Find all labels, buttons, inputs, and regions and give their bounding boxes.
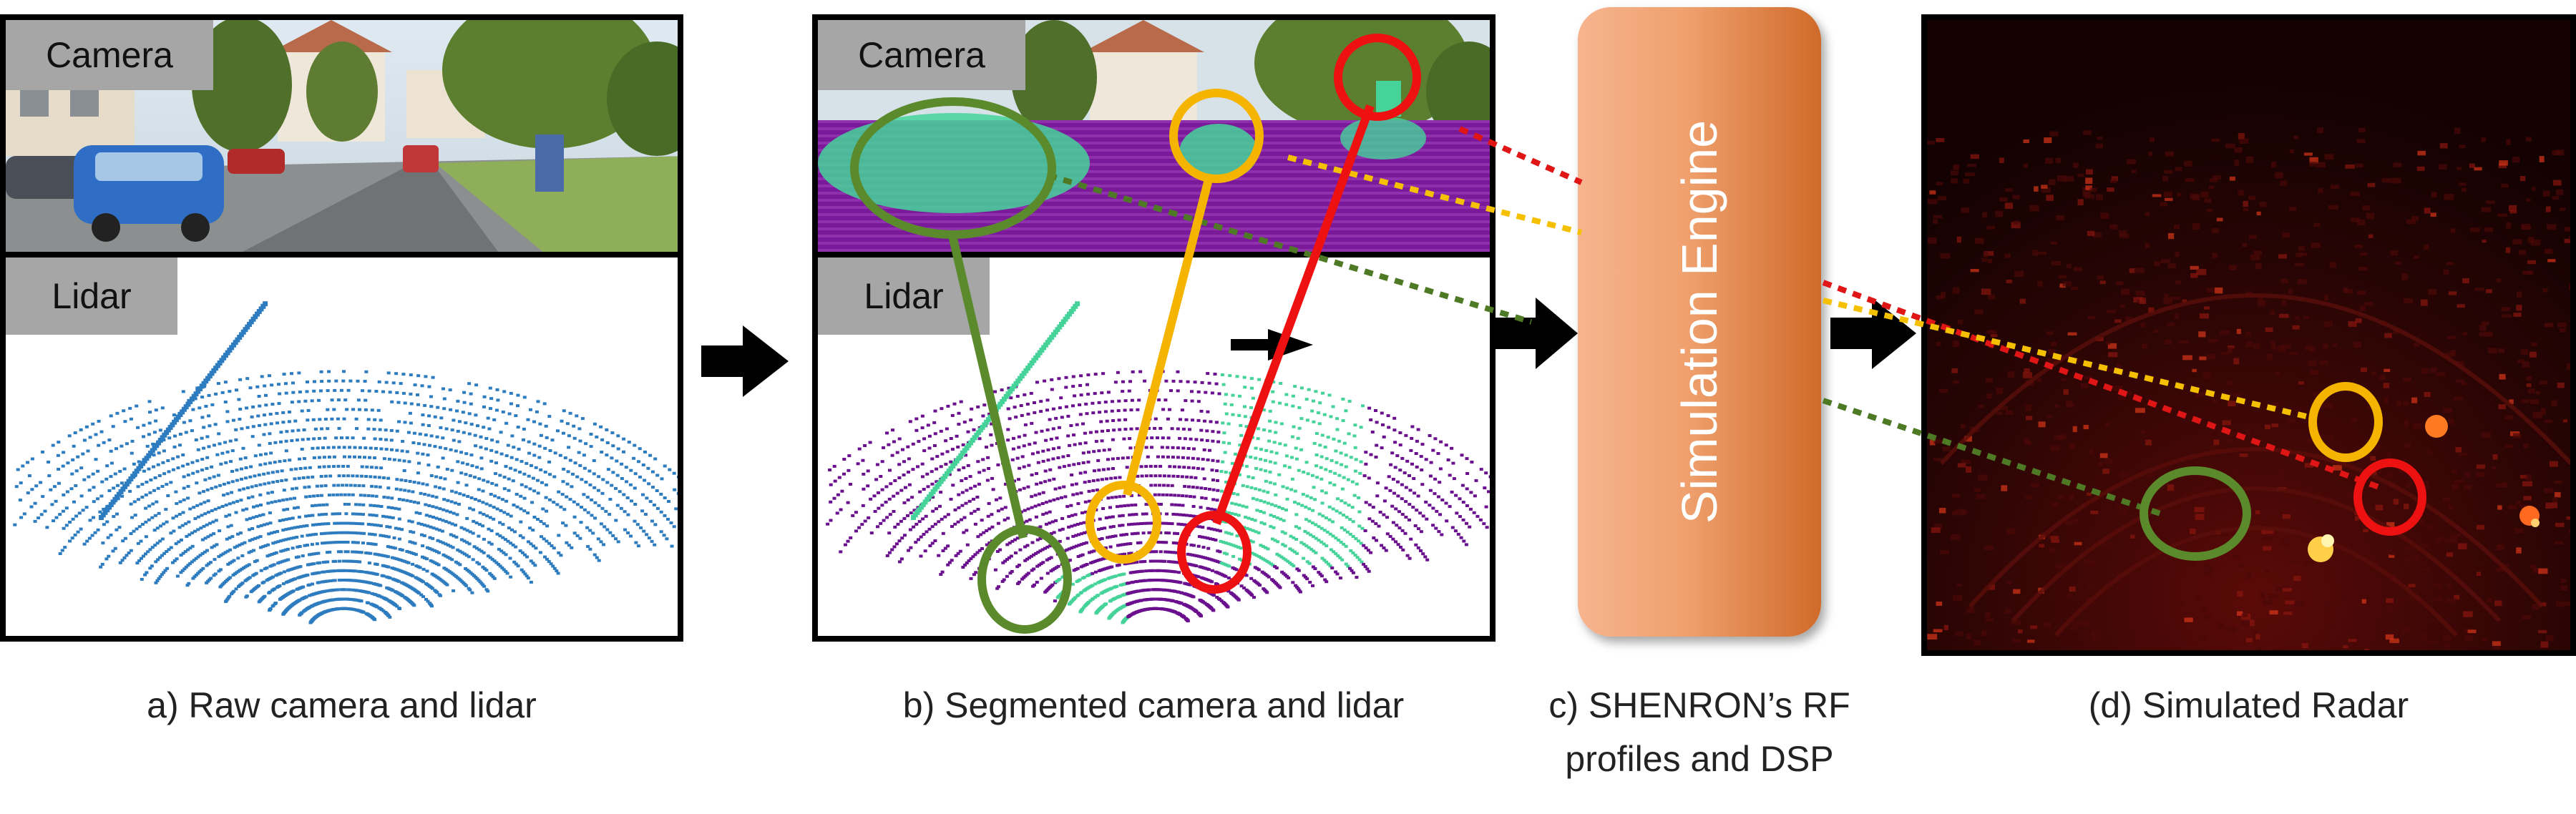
green-marker-radar (2140, 466, 2251, 561)
green-dotted-link (1047, 172, 1533, 325)
red-dotted-link-radar (1822, 280, 2384, 491)
lidar-points (13, 301, 678, 624)
red-dotted-link (1458, 126, 1583, 185)
yellow-dotted-link-radar (1823, 298, 2316, 421)
red-marker-camera (1334, 34, 1421, 121)
yellow-link-line (1123, 175, 1214, 496)
green-marker-camera (850, 97, 1056, 239)
segmented-lidar-points (826, 301, 1490, 624)
simulation-engine-block (1578, 7, 1821, 637)
segmented-lidar-pointcloud (826, 301, 1490, 624)
small-inner-arrow (1231, 329, 1313, 361)
green-marker-lidar (977, 525, 1072, 634)
segmented-camera-tag: Camera (818, 20, 1025, 90)
green-dotted-link-radar (1822, 398, 2166, 518)
radar-speckle (1927, 127, 2570, 650)
caption-c-line1: c) SHENRON’s RF (1548, 685, 1850, 725)
raw-lidar-panel (0, 252, 683, 642)
caption-b: b) Segmented camera and lidar (902, 685, 1405, 725)
radar-panel (1921, 14, 2576, 656)
yellow-marker-camera (1169, 89, 1264, 183)
red-marker-lidar (1177, 511, 1252, 594)
raw-lidar-tag: Lidar (6, 258, 177, 335)
yellow-marker-lidar (1085, 481, 1161, 564)
flow-arrow-c-to-d (1830, 298, 1916, 369)
caption-c-line2: profiles and DSP (1565, 739, 1834, 779)
red-marker-radar (2353, 459, 2426, 536)
raw-camera-tag: Camera (6, 20, 213, 90)
simulated-radar-image (1927, 20, 2570, 650)
green-link-line (947, 231, 1028, 539)
flow-arrow-b-to-c (1494, 298, 1578, 369)
caption-d: (d) Simulated Radar (2088, 685, 2409, 725)
yellow-dotted-link (1287, 155, 1582, 235)
caption-a: a) Raw camera and lidar (147, 685, 537, 725)
flow-arrow-a-to-b (701, 325, 789, 397)
red-link-line (1212, 104, 1375, 526)
raw-lidar-pointcloud (13, 301, 678, 624)
yellow-marker-radar (2308, 382, 2383, 462)
